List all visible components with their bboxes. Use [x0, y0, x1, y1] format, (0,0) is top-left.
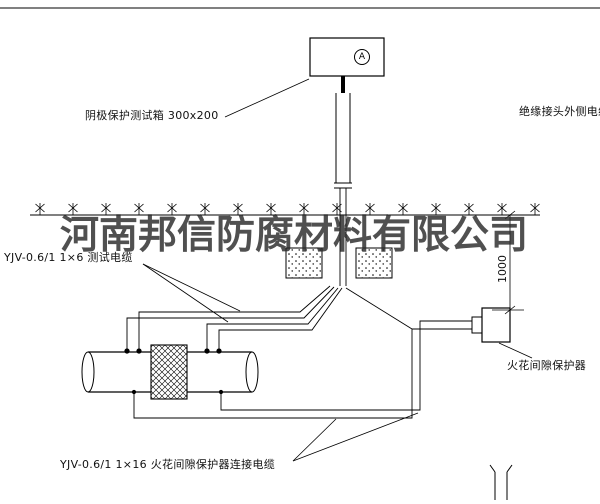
label-spark-gap: 火花间隙保护器	[507, 359, 587, 372]
outer-joint-cable	[345, 287, 413, 330]
leader-spark-cable-2	[292, 412, 419, 462]
leader-test-cable-1	[142, 263, 241, 312]
leader-spark-gap	[498, 342, 533, 359]
concrete-anchor-blocks	[285, 247, 393, 279]
spark-gap-cables	[133, 320, 472, 419]
label-spark-cable: YJV-0.6/1 1×16 火花间隙保护器连接电缆	[60, 458, 276, 471]
test-cables	[126, 285, 413, 351]
leader-test-box	[224, 78, 310, 118]
leader-lines	[142, 78, 533, 462]
riser-sleeve-symbol	[489, 464, 513, 500]
ammeter-circle-icon	[354, 49, 370, 65]
insulating-joint	[150, 344, 188, 400]
dimension-line-1000	[492, 210, 524, 315]
company-watermark: 河南邦信防腐材料有限公司	[60, 212, 529, 258]
leader-spark-cable-1	[292, 418, 337, 462]
label-test-box: 阴极保护测试箱 300x200	[85, 109, 219, 122]
spark-gap-protector-symbol	[471, 307, 511, 343]
leader-test-cable-2	[142, 263, 229, 323]
label-test-cable: YJV-0.6/1 1×6 测试电缆	[4, 251, 133, 264]
label-dimension-1000: 1000	[496, 255, 509, 283]
conduit-riser	[334, 76, 352, 286]
cable-weld-points	[124, 348, 224, 395]
test-box-symbol	[309, 37, 385, 77]
ammeter-letter: A	[358, 52, 366, 62]
pipeline	[81, 344, 259, 400]
label-outer-cable: 绝缘接头外侧电缆	[519, 105, 600, 118]
